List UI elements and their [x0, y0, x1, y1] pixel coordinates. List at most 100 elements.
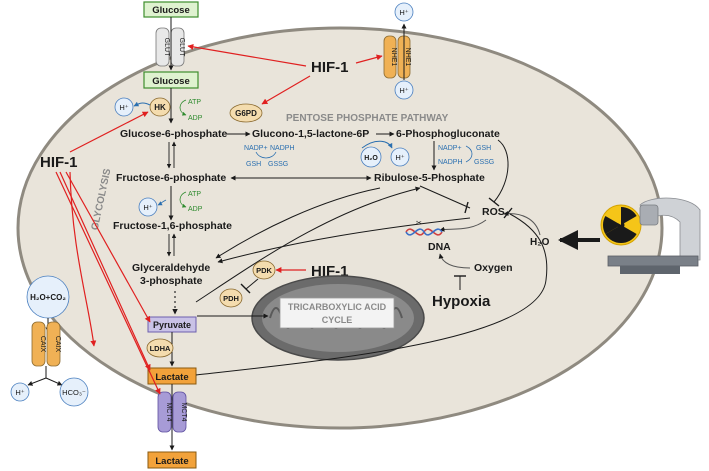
h-plus-inside-nhe1: H⁺	[394, 80, 414, 100]
h2o-co2-circle: H₂O+CO₂	[26, 275, 70, 319]
ldha-enzyme: LDHA	[146, 338, 174, 358]
h-plus-outside-label: H⁺	[399, 8, 408, 17]
lactate-internal-label: Lactate	[155, 372, 188, 383]
tca-label-2: CYCLE	[322, 315, 353, 325]
hif1-to-lactate-arrow	[59, 171, 151, 371]
pyruvate-to-ribulose-arrow	[195, 186, 421, 303]
oxygen-label: Oxygen	[474, 262, 513, 274]
pdh-enzyme: PDH	[219, 288, 243, 308]
pyruvate-label: Pyruvate	[153, 320, 191, 330]
caix-label-right: CAIX	[54, 336, 61, 353]
f16bp-label: Fructose-1,6-phosphate	[113, 220, 232, 232]
h-plus-hk: H⁺	[114, 97, 134, 117]
hif1-to-g6pd-arrow	[261, 75, 311, 105]
atp-adp-arrow-2	[179, 191, 187, 208]
f6p-label: Fructose-6-phosphate	[116, 172, 226, 184]
ribulose-ros-line	[419, 185, 471, 209]
dna-label: DNA	[428, 241, 451, 253]
g6pd-label: G6PD	[235, 109, 257, 118]
glucose-external-label: Glucose	[152, 5, 190, 16]
gsh-inhibit-ros-line	[493, 139, 509, 203]
ros-to-ga3p-arrow	[217, 217, 471, 264]
gssg-label-2: GSSG	[474, 159, 494, 166]
caix-transporter: CAIX CAIX	[31, 321, 61, 367]
h-plus-caix-label: H⁺	[15, 388, 24, 397]
lactate-inhibit-bar	[503, 207, 513, 219]
h-plus-outside-nhe1: H⁺	[394, 2, 414, 22]
mct4-label-left: MCT4	[165, 402, 172, 421]
hif1-to-mct4-arrow	[55, 171, 161, 395]
h2o-circle-label: H₂O	[364, 155, 378, 162]
atp-label-2: ATP	[188, 191, 201, 198]
gsh-cycle-2	[465, 145, 473, 163]
nhe1-label-right: NHE1	[404, 48, 411, 67]
lactate-external-box: Lactate	[147, 451, 197, 469]
hk-label: HK	[154, 103, 166, 112]
atp-label-1: ATP	[188, 99, 201, 106]
pdk-inhibit-pdh-line	[245, 278, 259, 290]
ribulose-label: Ribulose-5-Phosphate	[374, 172, 485, 184]
ppp-label: PENTOSE PHOSPHATE PATHWAY	[286, 113, 449, 124]
mct4-transporter: MCT4 MCT4	[157, 391, 187, 433]
ros-to-dna-arrow	[439, 219, 487, 232]
nadph-label-1: NADPH	[270, 145, 295, 152]
ga3p-label-2: 3-phosphate	[140, 275, 203, 287]
hif1-left-label: HIF-1	[40, 154, 78, 171]
h2o-circle: H₂O	[360, 146, 382, 168]
hk-proton-arrow	[133, 101, 151, 107]
nhe1-label-left: NHE1	[390, 48, 397, 67]
glucose-internal-label: Glucose	[152, 76, 190, 87]
lactate-external-label: Lactate	[155, 456, 188, 467]
h2o-co2-label: H₂O+CO₂	[30, 293, 66, 302]
pdh-label: PDH	[223, 294, 239, 303]
pdk-inhibit-bar	[240, 283, 251, 294]
adp-label-1: ADP	[188, 115, 203, 122]
glucose-external-box: Glucose	[143, 1, 199, 18]
mct4-label-right: MCT4	[180, 402, 187, 421]
h-plus-glycolysis: H⁺	[138, 197, 158, 217]
glucose-internal-box: Glucose	[143, 71, 199, 89]
nadp-plus-label-2: NADP+	[438, 145, 462, 152]
g6pd-enzyme: G6PD	[229, 103, 263, 123]
glycolysis-proton-arrow	[157, 199, 167, 206]
lactate-inhibit-ros-line	[195, 213, 548, 376]
dna-helix-icon: ✂	[405, 220, 443, 236]
hk-enzyme: HK	[149, 97, 171, 117]
ribulose-ros-bar	[464, 201, 469, 214]
ribulose-to-ga3p-arrow	[215, 187, 381, 259]
nadp-plus-label-1: NADP+	[244, 145, 268, 152]
ros-label: ROS	[482, 206, 505, 218]
hif1-to-pyruvate-arrow	[65, 171, 151, 323]
6pg-label: 6-Phosphogluconate	[396, 128, 500, 140]
caix-label-left: CAIX	[39, 336, 46, 353]
oxygen-to-dna-arrow	[438, 253, 471, 269]
hif1-to-caix-arrow	[69, 171, 97, 347]
hypoxia-label: Hypoxia	[432, 293, 491, 310]
h2o-right-label: H₂O	[530, 237, 550, 248]
radiotherapy-linac-icon	[607, 197, 701, 274]
caix-to-h-arrow	[27, 377, 47, 386]
glut-transporter: GLUT GLUT	[155, 27, 185, 67]
nadp-cycle-1	[255, 151, 277, 159]
lactate-internal-box: Lactate	[147, 367, 197, 385]
adp-label-2: ADP	[188, 206, 203, 213]
h-plus-caix: H⁺	[10, 382, 30, 402]
glut-label-left: GLUT	[163, 38, 170, 57]
h-plus-hk-label: H⁺	[119, 103, 128, 112]
pdk-enzyme: PDK	[252, 260, 276, 280]
glut-label-right: GLUT	[178, 38, 185, 57]
hydrolysis-arrow	[361, 140, 393, 149]
caix-to-hco3-arrow	[45, 377, 63, 386]
hco3-label: HCO₃⁻	[62, 388, 86, 397]
gsh-inhibit-bar	[488, 197, 500, 207]
hif1-to-glut-arrow	[187, 43, 307, 67]
gsh-label-2: GSH	[476, 145, 491, 152]
tca-box	[279, 297, 395, 329]
hco3-circle: HCO₃⁻	[59, 377, 89, 407]
pyruvate-box: Pyruvate	[147, 316, 197, 333]
pdk-label: PDK	[256, 266, 272, 275]
glucono-label: Glucono-1,5-lactone-6P	[252, 128, 369, 140]
hif1-to-hk-arrow	[69, 111, 149, 153]
svg-text:✂: ✂	[416, 220, 422, 227]
